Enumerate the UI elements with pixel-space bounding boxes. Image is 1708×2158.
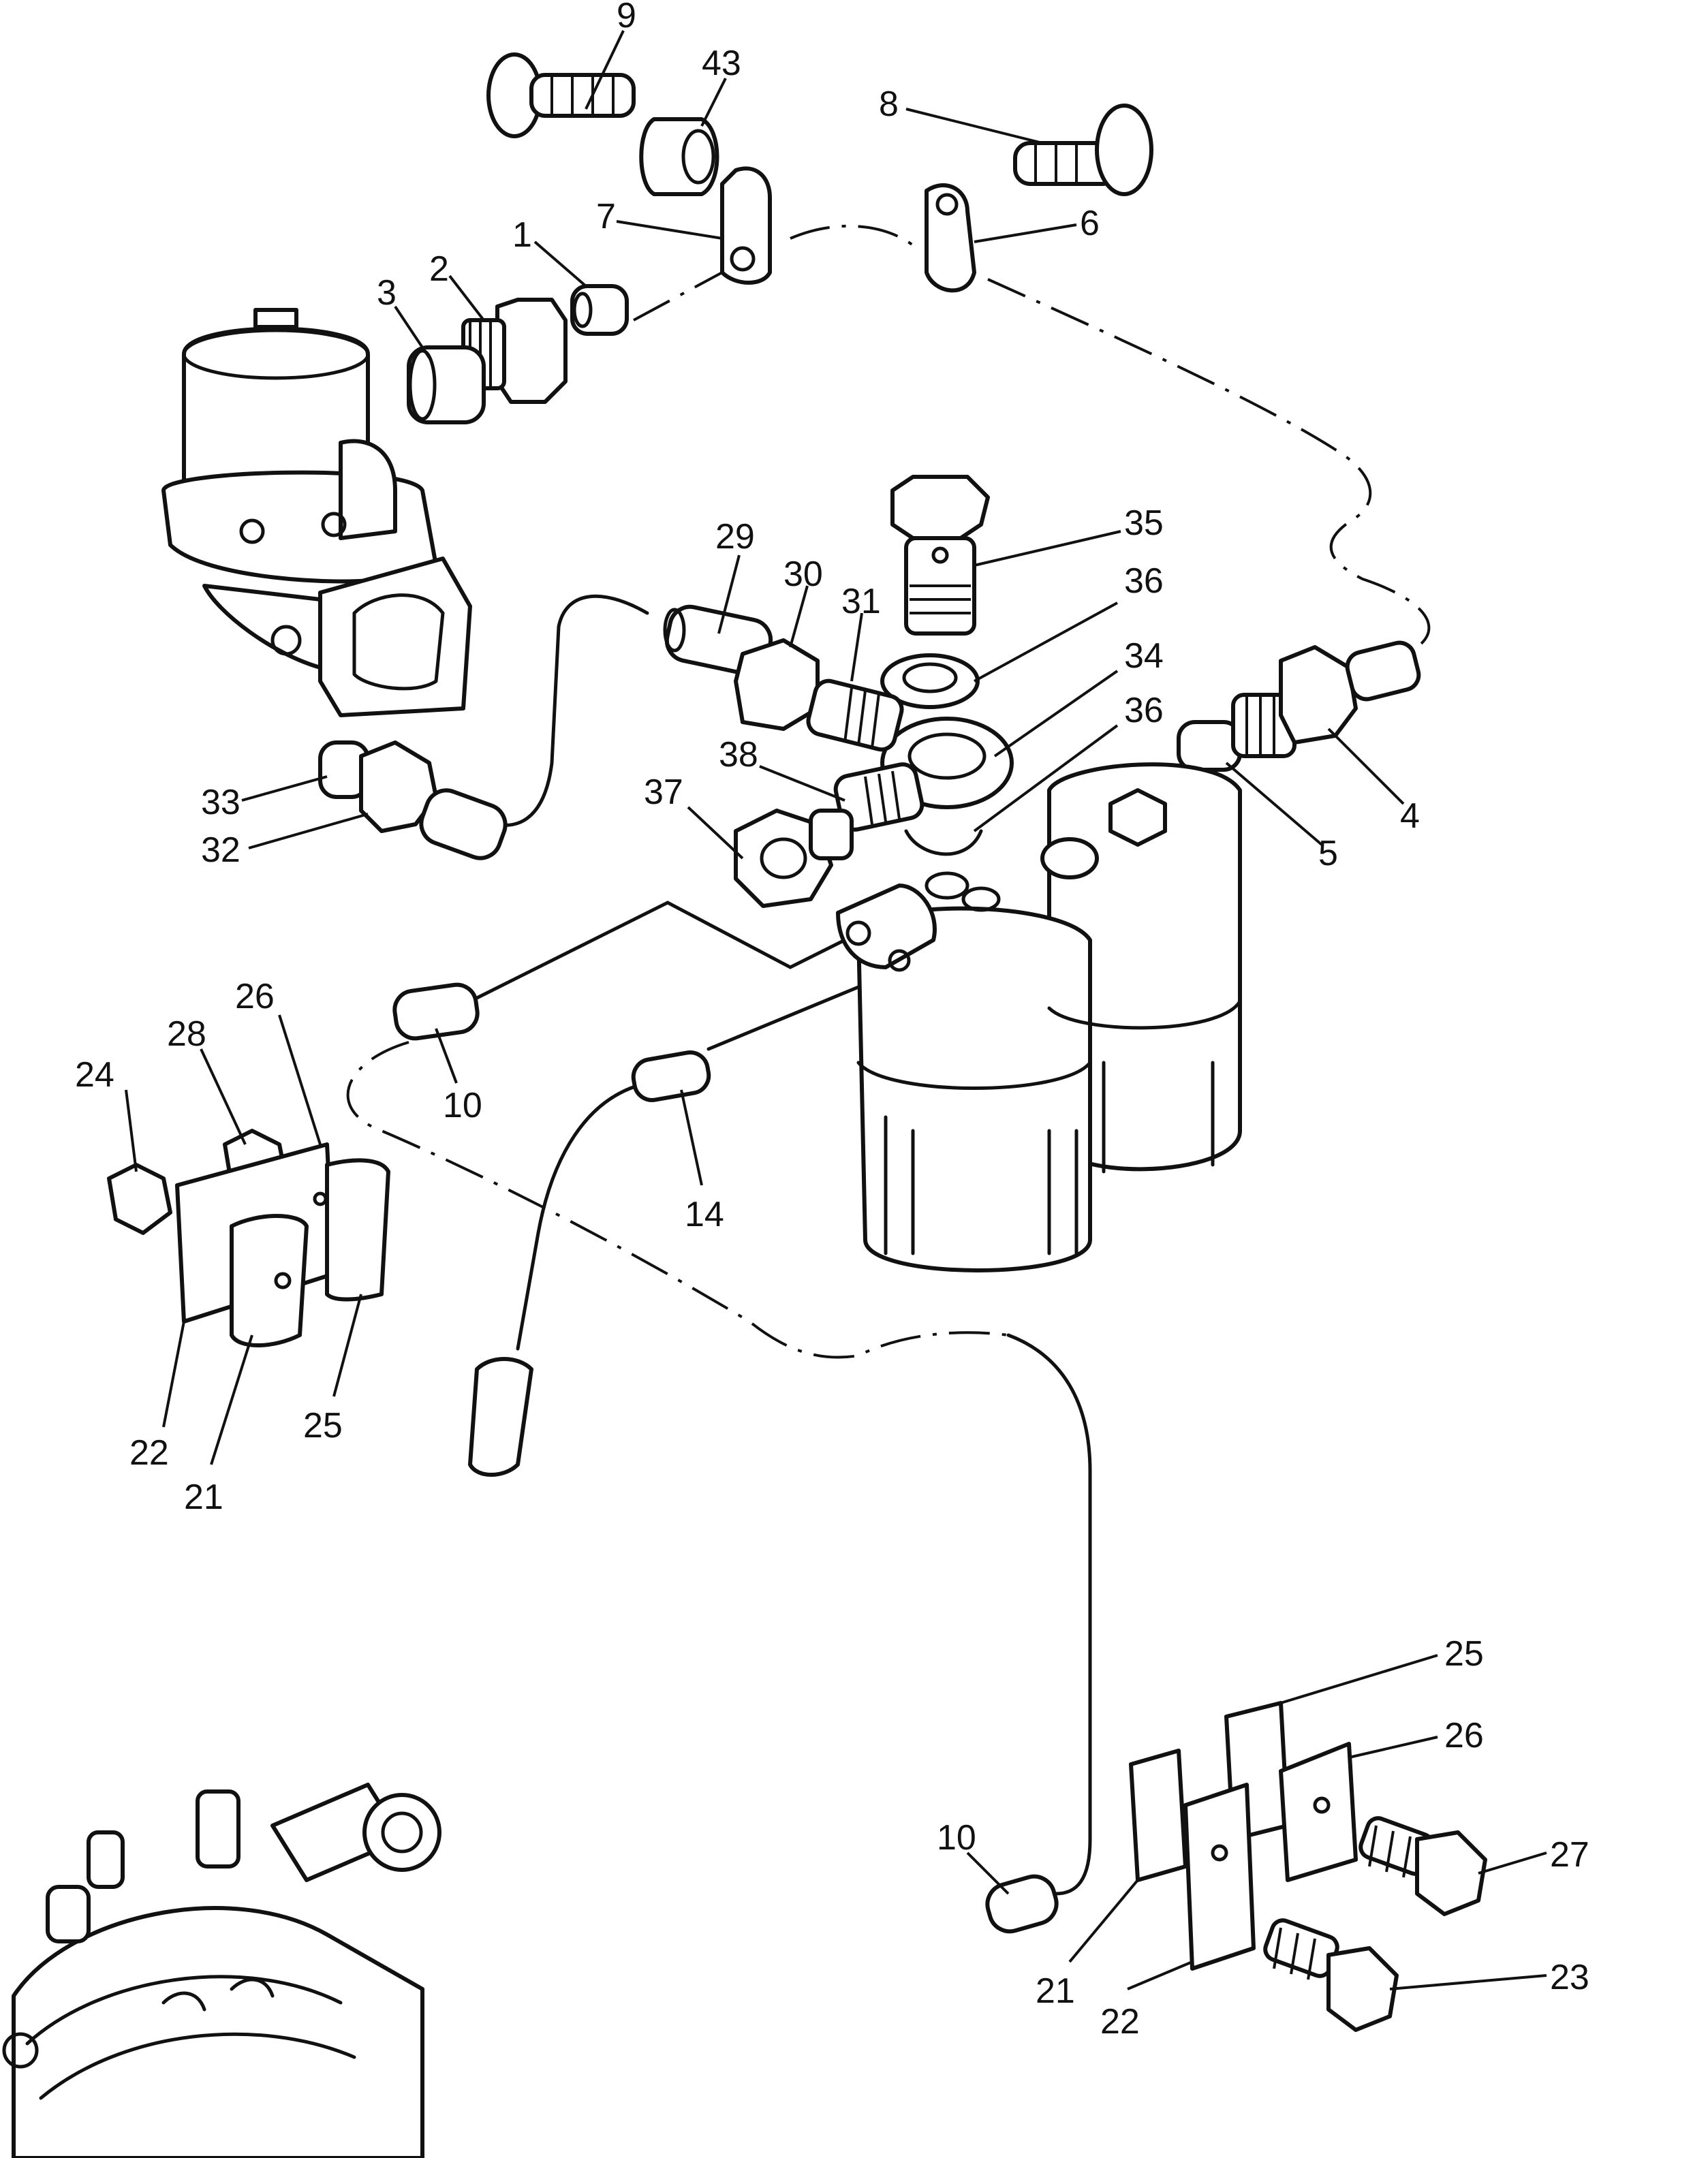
callout-25-upper: 25 (303, 1406, 343, 1445)
callout-14: 14 (685, 1195, 724, 1234)
fitting-33-32 (318, 740, 508, 860)
injection-pump (2, 1783, 441, 2158)
sleeve-1 (570, 284, 629, 336)
callout-36-upper: 36 (1124, 561, 1164, 601)
leader-lines (125, 30, 1547, 1990)
fuel-feed-pump (161, 308, 472, 717)
callout-labels: 9 43 8 7 6 1 2 3 35 29 30 31 36 34 36 38… (75, 0, 1589, 2042)
callout-4: 4 (1400, 796, 1420, 836)
callout-9: 9 (617, 0, 636, 35)
callout-26-lower: 26 (1444, 1716, 1484, 1755)
spacer-collar-43 (639, 117, 719, 196)
nipple-38 (833, 762, 925, 832)
clamp-set-lower (1129, 1701, 1487, 2032)
callout-10-lower: 10 (937, 1818, 976, 1858)
pipe-clip-7 (720, 166, 772, 285)
callout-37: 37 (644, 772, 683, 812)
assembly-lines (346, 224, 1431, 1359)
callout-21-lower: 21 (1036, 1971, 1075, 2011)
nut-37 (734, 809, 854, 908)
sleeve-lower-left (468, 1357, 533, 1477)
fitting-3 (407, 345, 486, 424)
callout-30: 30 (783, 554, 823, 594)
callout-29: 29 (715, 517, 755, 557)
callout-32: 32 (201, 830, 240, 870)
callout-7: 7 (596, 197, 616, 236)
callout-3: 3 (377, 273, 397, 313)
fuel-filter-assembly (836, 762, 1242, 1272)
nipple-31 (806, 678, 904, 752)
callout-22-lower: 22 (1100, 2002, 1140, 2042)
callout-6: 6 (1080, 204, 1100, 243)
pipe-clip-6 (925, 183, 976, 293)
sleeve-5 (1177, 720, 1242, 772)
callout-26-upper: 26 (235, 977, 275, 1016)
callout-43: 43 (702, 44, 741, 83)
callout-24: 24 (75, 1055, 114, 1095)
clamp-set-upper (107, 1129, 390, 1347)
callout-5: 5 (1318, 834, 1338, 873)
sleeve-14 (631, 1050, 711, 1102)
callout-2: 2 (429, 249, 449, 289)
callout-28: 28 (167, 1014, 206, 1054)
connector-4 (1231, 640, 1421, 758)
callout-34: 34 (1124, 636, 1164, 676)
callout-33: 33 (201, 783, 240, 822)
callout-23: 23 (1550, 1958, 1589, 1997)
callout-8: 8 (879, 84, 899, 124)
callout-38: 38 (719, 735, 758, 775)
callout-22-upper: 22 (129, 1433, 169, 1473)
callout-10-upper: 10 (443, 1086, 482, 1125)
banjo-bolt-8 (1013, 104, 1153, 196)
eye-bolt-35 (890, 475, 990, 636)
washer-36-lower (904, 829, 983, 856)
banjo-bolt-9 (486, 52, 636, 138)
nut-30 (734, 638, 820, 731)
washer-36-upper (880, 653, 980, 709)
callout-21-upper: 21 (184, 1477, 223, 1517)
callout-1: 1 (512, 215, 532, 255)
callout-27: 27 (1550, 1835, 1589, 1875)
callout-25-lower: 25 (1444, 1634, 1484, 1674)
callout-31: 31 (841, 582, 881, 621)
callout-35: 35 (1124, 503, 1164, 543)
callout-36-lower: 36 (1124, 691, 1164, 730)
